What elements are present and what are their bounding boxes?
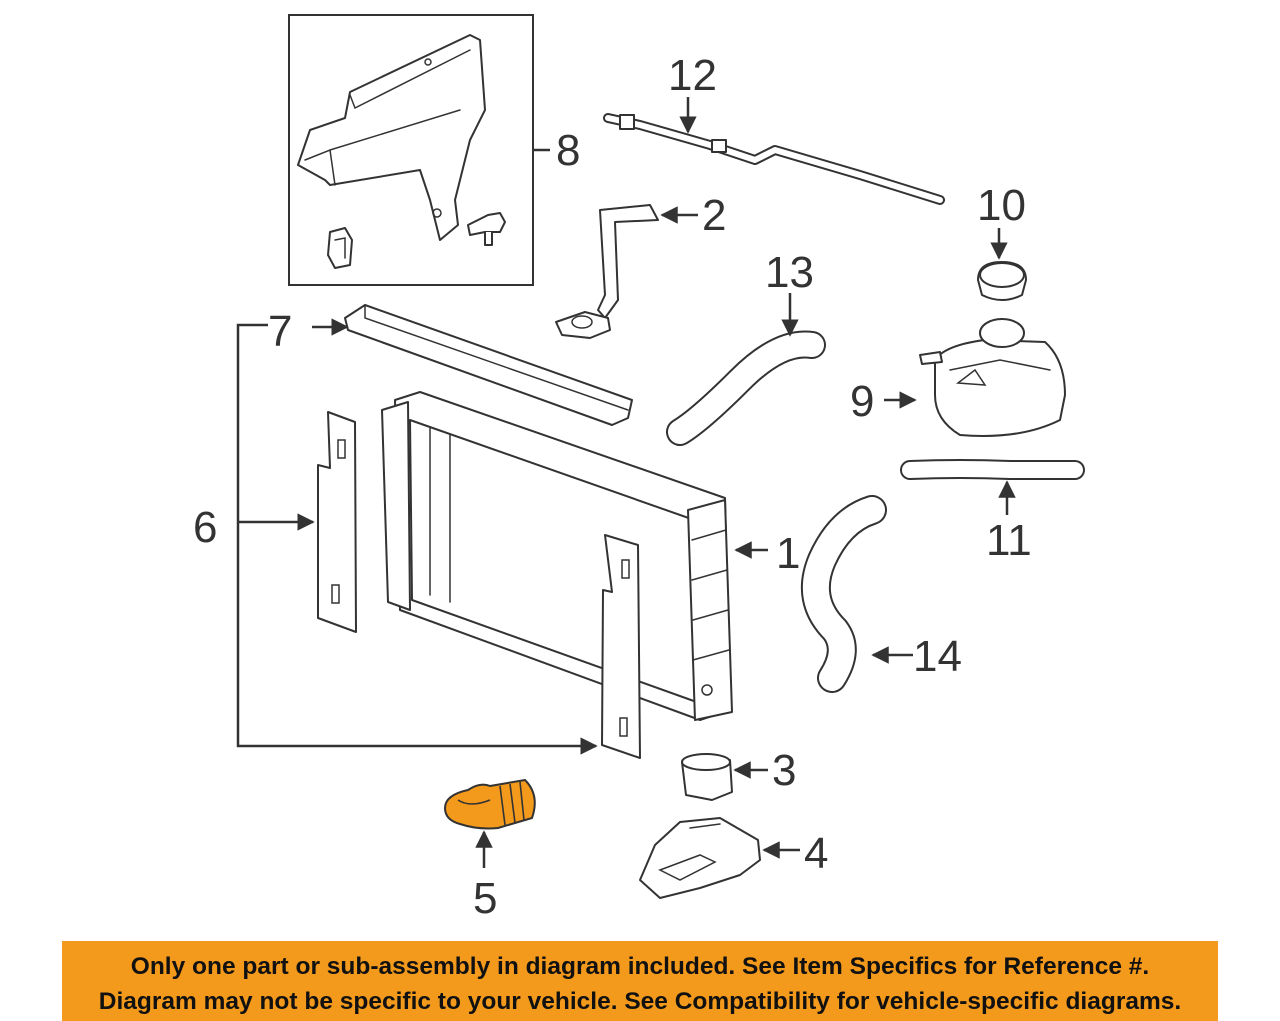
callout-10: 10 xyxy=(977,181,1026,260)
part-12-hose xyxy=(603,113,945,205)
part-2-bracket xyxy=(555,204,659,339)
callout-1-label: 1 xyxy=(776,529,800,578)
callout-4: 4 xyxy=(762,829,828,878)
callout-8-label: 8 xyxy=(556,126,580,175)
callout-10-label: 10 xyxy=(977,181,1026,230)
disclaimer-banner: Only one part or sub-assembly in diagram… xyxy=(62,941,1218,1021)
callout-11-label: 11 xyxy=(986,516,1032,565)
callout-14-label: 14 xyxy=(913,632,962,681)
part-14-hose xyxy=(800,495,887,693)
callout-3-label: 3 xyxy=(772,746,796,795)
callout-8: 8 xyxy=(533,126,580,175)
callout-9-label: 9 xyxy=(850,377,874,426)
part-13-hose xyxy=(666,330,826,446)
disclaimer-line-2: Diagram may not be specific to your vehi… xyxy=(98,988,1182,1015)
part-6-side-seal-left xyxy=(317,411,357,633)
part-10-cap xyxy=(977,261,1027,301)
callout-5: 5 xyxy=(473,830,497,923)
part-6-side-seal-right xyxy=(601,534,641,759)
callout-2: 2 xyxy=(660,191,726,240)
disclaimer-line-1: Only one part or sub-assembly in diagram… xyxy=(130,953,1150,980)
callout-5-label: 5 xyxy=(473,874,497,923)
callout-3: 3 xyxy=(733,746,796,795)
part-11-hose xyxy=(900,459,1085,480)
callout-13-label: 13 xyxy=(765,248,814,297)
callout-4-label: 4 xyxy=(804,829,828,878)
callout-7: 7 xyxy=(268,307,349,356)
callout-6: 6 xyxy=(193,323,598,755)
callout-2-label: 2 xyxy=(702,191,726,240)
parts-diagram: 8 12 2 10 13 xyxy=(193,14,1085,923)
part-9-reservoir xyxy=(919,318,1066,437)
part-8-baffle-inset xyxy=(288,14,534,286)
callout-14: 14 xyxy=(871,632,962,681)
callout-9: 9 xyxy=(850,377,917,426)
callout-1: 1 xyxy=(734,529,800,578)
part-5-insulator-highlighted xyxy=(444,779,536,830)
callout-12: 12 xyxy=(668,51,717,134)
part-3-insulator xyxy=(681,753,733,801)
callout-13: 13 xyxy=(765,248,814,337)
callout-7-label: 7 xyxy=(268,307,292,356)
callout-12-label: 12 xyxy=(668,51,717,100)
callout-6-label: 6 xyxy=(193,503,217,552)
callout-11: 11 xyxy=(986,480,1032,565)
part-4-bracket xyxy=(639,817,761,899)
